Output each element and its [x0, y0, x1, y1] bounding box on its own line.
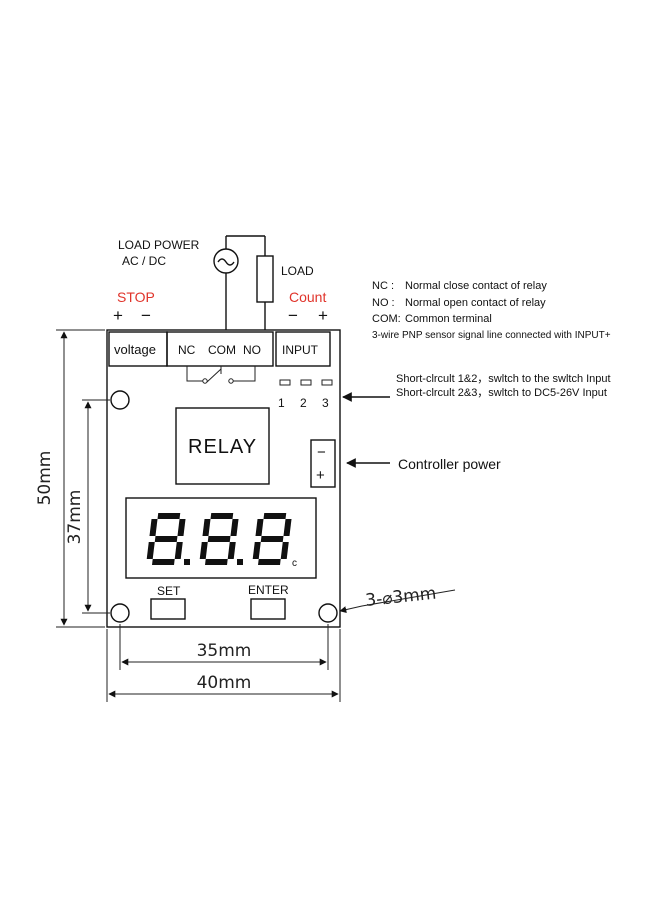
- display-segment: [258, 559, 281, 565]
- display-segment: [157, 513, 181, 519]
- display-segment: [174, 542, 183, 559]
- terminal-no-label: NO: [243, 343, 261, 357]
- display-segment: [199, 542, 208, 559]
- display-segment: [207, 536, 231, 542]
- voltage-plus-sign: +: [113, 306, 123, 325]
- display-frame: [125, 497, 317, 579]
- display-segment: [227, 542, 236, 559]
- count-label: Count: [289, 289, 326, 305]
- mounting-hole-bottom-right: [318, 603, 338, 623]
- relay-box: [175, 407, 270, 485]
- enter-button[interactable]: [250, 598, 286, 620]
- display-segment: [280, 542, 289, 559]
- display-segment: [205, 559, 228, 565]
- display-segment: [177, 519, 186, 536]
- enter-button-label: ENTER: [248, 583, 289, 597]
- relay-contact-symbol: [186, 366, 256, 384]
- display-segment: [146, 542, 155, 559]
- legend-no-text: Normal open contact of relay: [405, 297, 546, 309]
- display-segment: [154, 536, 178, 542]
- display-digit: [146, 513, 190, 565]
- display-segment: [252, 542, 261, 559]
- display-segment: [210, 513, 234, 519]
- ac-wave-icon: [217, 258, 235, 266]
- height-outer-label: 50mm: [35, 451, 55, 506]
- legend-no-key: NO :: [372, 297, 395, 309]
- input-terminal: [275, 331, 331, 367]
- width-inner-label: 35mm: [197, 641, 252, 661]
- height-inner-label: 37mm: [65, 490, 85, 545]
- set-button-label: SET: [157, 584, 181, 598]
- controller-minus-sign: −: [317, 444, 326, 461]
- display-digit: [199, 513, 243, 565]
- input-minus-sign: −: [288, 306, 298, 325]
- display-segment: [255, 519, 264, 536]
- display-segment: [283, 519, 292, 536]
- jumper-number-1: 1: [278, 396, 285, 410]
- mounting-hole-bottom-left: [110, 603, 130, 623]
- terminal-com-label: COM: [208, 343, 236, 357]
- display-segment: [230, 519, 239, 536]
- controller-power-terminal: [310, 439, 336, 488]
- jumper-pad-3: [321, 379, 333, 386]
- display-segment: [263, 513, 287, 519]
- relay-label: RELAY: [188, 436, 257, 458]
- jumper-pad-2: [300, 379, 312, 386]
- display-decimal-point: [184, 559, 190, 565]
- stop-label: STOP: [117, 289, 155, 305]
- controller-power-label: Controller power: [398, 456, 501, 472]
- seven-segment-display: [146, 513, 292, 565]
- legend-com-text: Common terminal: [405, 313, 492, 325]
- holes-arrow: [339, 589, 456, 614]
- terminal-nc-label: NC: [178, 343, 196, 357]
- holes-annotation: 3-⌀3mm: [364, 584, 437, 611]
- jumper-short12-text: Short-clrcult 1&2，swltch to the swltch I…: [396, 373, 611, 385]
- jumper-pad-1: [279, 379, 291, 386]
- display-decimal-point: [237, 559, 243, 565]
- width-outer-label: 40mm: [197, 673, 252, 693]
- load-label: LOAD: [281, 264, 314, 278]
- load-power-label: LOAD POWER: [118, 238, 200, 252]
- set-button[interactable]: [150, 598, 186, 620]
- display-c-mark: c: [292, 558, 297, 569]
- input-plus-sign: +: [318, 306, 328, 325]
- display-digit: [252, 513, 292, 565]
- display-segment: [260, 536, 284, 542]
- jumper-short23-text: Short-clrcult 2&3，swltch to DC5-26V Inpu…: [396, 387, 607, 399]
- jumper-number-2: 2: [300, 396, 307, 410]
- mounting-hole-top: [110, 390, 130, 410]
- relay-terminal: [166, 331, 274, 367]
- display-segment: [149, 519, 158, 536]
- display-segment: [202, 519, 211, 536]
- jumper-number-3: 3: [322, 396, 329, 410]
- load-resistor-symbol: [256, 255, 274, 303]
- board-outline: [106, 329, 341, 628]
- voltage-minus-sign: −: [141, 306, 151, 325]
- legend-nc-key: NC :: [372, 280, 394, 292]
- voltage-terminal-label: voltage: [114, 342, 156, 357]
- display-segment: [152, 559, 175, 565]
- legend-pnp-text: 3-wire PNP sensor signal line connected …: [372, 330, 611, 341]
- input-terminal-label: INPUT: [282, 343, 319, 357]
- controller-plus-sign: +: [316, 467, 325, 484]
- legend-com-key: COM:: [372, 313, 401, 325]
- legend-nc-text: Normal close contact of relay: [405, 280, 547, 292]
- ac-dc-label: AC / DC: [122, 254, 166, 268]
